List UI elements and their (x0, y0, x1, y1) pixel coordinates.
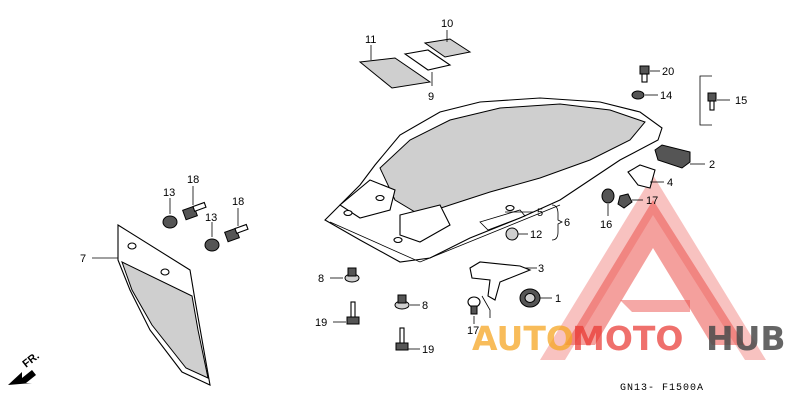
nut-8-lower (394, 294, 410, 310)
decal-11 (358, 57, 432, 89)
bracket-4 (627, 164, 656, 189)
nut-13-lower (204, 238, 220, 252)
nut-17-upper (617, 193, 633, 209)
grommet-1 (519, 288, 541, 308)
watermark-word-auto: AUTO (472, 319, 574, 358)
front-arrow-icon (8, 370, 36, 385)
label-part-7: 7 (80, 253, 86, 265)
watermark-logo (540, 175, 766, 360)
label-part-18-upper: 18 (187, 174, 199, 186)
collar-12 (505, 227, 519, 241)
watermark-text: AUTO MOTO HUB (472, 319, 786, 358)
label-part-16: 16 (600, 219, 612, 231)
label-part-20: 20 (662, 66, 674, 78)
label-part-1: 1 (555, 293, 561, 305)
bolt-19-lower (395, 327, 409, 351)
label-part-3: 3 (538, 263, 544, 275)
label-part-6: 6 (564, 217, 570, 229)
label-part-12: 12 (530, 229, 542, 241)
rear-fender (324, 97, 663, 263)
screw-18-lower (224, 223, 249, 243)
label-part-11: 11 (365, 34, 376, 46)
decal-10-group (403, 38, 472, 71)
bracket-3 (469, 261, 532, 301)
screw-20 (639, 65, 650, 83)
label-part-8-lower: 8 (422, 300, 428, 312)
label-part-17-upper: 17 (646, 195, 658, 207)
label-part-14: 14 (660, 90, 672, 102)
nut-14 (631, 90, 645, 100)
figure-code: GN13- F1500A (620, 383, 704, 394)
label-part-18-lower: 18 (232, 196, 244, 208)
label-part-13-lower: 13 (205, 212, 217, 224)
front-arrow-label: FR. (20, 350, 41, 370)
label-part-8-upper: 8 (318, 273, 324, 285)
label-part-9: 9 (428, 91, 434, 103)
kit-15-box (699, 75, 717, 126)
mud-flap-7 (117, 224, 211, 386)
label-part-19-upper: 19 (315, 317, 327, 329)
label-part-10: 10 (441, 18, 453, 30)
bolt-19-upper (346, 301, 360, 325)
label-part-5: 5 (537, 207, 543, 219)
nut-17-lower (467, 296, 481, 315)
label-part-13-upper: 13 (163, 187, 175, 199)
label-part-19-lower: 19 (422, 344, 434, 356)
watermark-word-moto: MOTO (572, 319, 683, 358)
label-part-4: 4 (667, 177, 673, 189)
watermark-word-hub: HUB (706, 319, 786, 358)
label-part-2: 2 (709, 159, 715, 171)
screw-18-upper (182, 201, 207, 221)
callout-labels: 11 10 9 20 14 15 2 4 17 16 5 6 12 3 1 17… (80, 18, 747, 356)
label-part-17-lower: 17 (467, 325, 479, 337)
nut-8-upper (344, 267, 360, 283)
reflector-2 (654, 144, 691, 169)
label-part-15: 15 (735, 95, 747, 107)
nut-13-upper (162, 215, 178, 229)
nut-16 (601, 188, 615, 204)
